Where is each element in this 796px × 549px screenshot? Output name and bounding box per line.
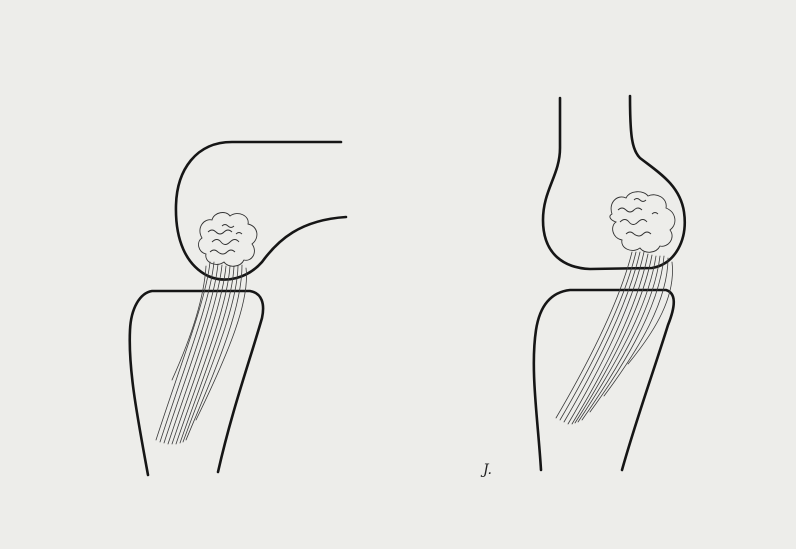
right-ligament-frayed-end [610,192,675,253]
right-knee-figure [534,96,685,470]
right-ligament-fibers [556,252,673,424]
artist-signature: J. [483,462,492,478]
right-femur-outline [543,96,685,269]
left-ligament-frayed-end [199,213,257,267]
left-knee-figure [130,142,346,475]
left-femur-outline [176,142,346,280]
